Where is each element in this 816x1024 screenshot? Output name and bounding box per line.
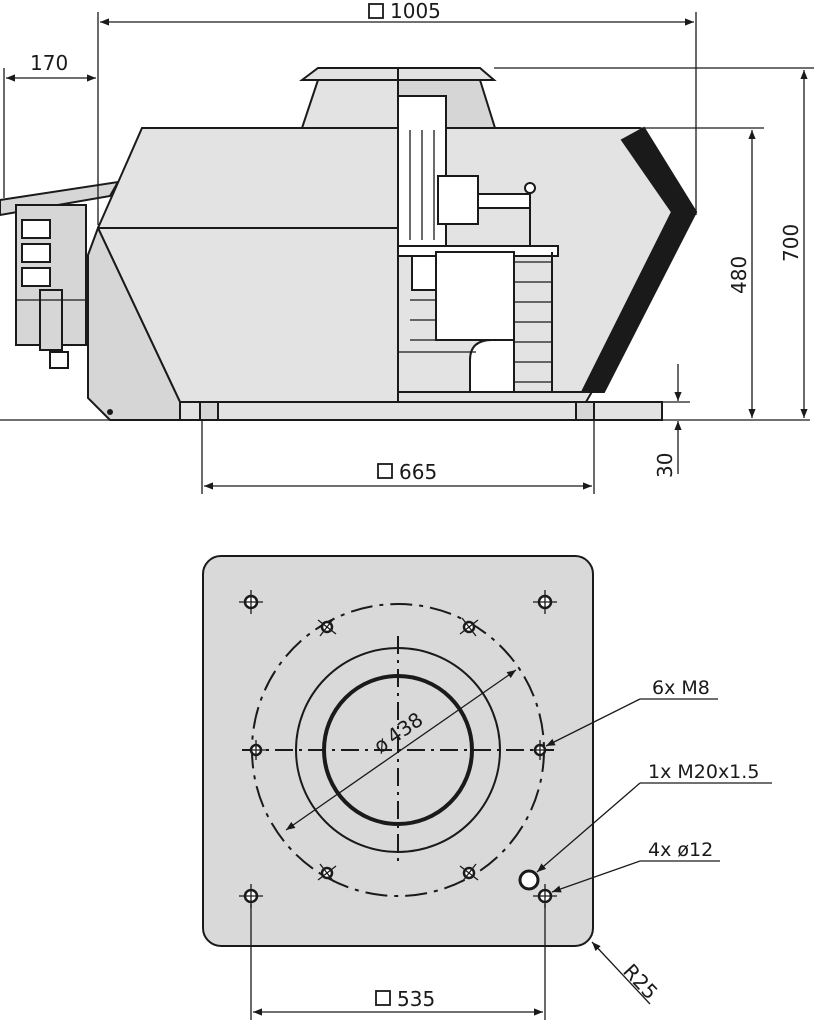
dim-label-480: 480 [727,256,751,294]
base-frame [0,401,810,421]
callout-label-m20: 1x M20x1.5 [648,761,759,783]
dim-housing-height: 480 [640,127,764,418]
callout-hole12: 4x ø12 [551,839,720,893]
hole-m8-icon [317,863,337,883]
dim-label-700: 700 [779,224,803,262]
side-view: 1005 170 700 480 30 [0,0,814,494]
dim-base-width: 665 [201,420,595,494]
dim-label-r25: R25 [618,959,662,1004]
hole-m8-icon [459,863,479,883]
impeller-blades [410,252,553,392]
housing-section [397,95,698,403]
mount-holes [239,590,557,908]
dim-total-height: 700 [494,67,814,418]
square-icon [368,3,384,19]
plan-view: ø438 6x M8 1x M20x1.5 [202,555,772,1020]
dim-base-height: 30 [594,364,690,478]
dim-overall-width: 1005 [97,0,697,225]
dim-label-1005: 1005 [390,0,441,23]
dim-label-30: 30 [653,453,677,478]
callout-label-m8: 6x M8 [652,677,710,699]
hole-12-icon [239,590,263,614]
callout-m8: 6x M8 [545,677,718,747]
callout-m20: 1x M20x1.5 [536,761,772,873]
control-box [0,180,120,369]
rivet-icon [107,409,113,415]
dim-label-170: 170 [30,51,68,75]
dim-label-535: 535 [397,987,435,1011]
hole-m8-icon [530,740,550,760]
square-icon [375,990,391,1006]
hole-m8-icon [459,617,479,637]
dim-label-665: 665 [399,460,437,484]
hole-m8-icon [246,740,266,760]
square-icon [377,463,393,479]
dim-overhang: 170 [3,51,96,198]
hole-m8-icon [317,617,337,637]
threaded-holes [246,617,550,883]
callout-label-hole12: 4x ø12 [648,839,713,861]
gland-hole-icon [518,869,540,891]
dim-corner-radius: R25 [591,941,663,1005]
dim-bolt-spacing: 535 [250,904,546,1020]
housing-exterior [87,127,399,421]
hole-12-icon [533,590,557,614]
